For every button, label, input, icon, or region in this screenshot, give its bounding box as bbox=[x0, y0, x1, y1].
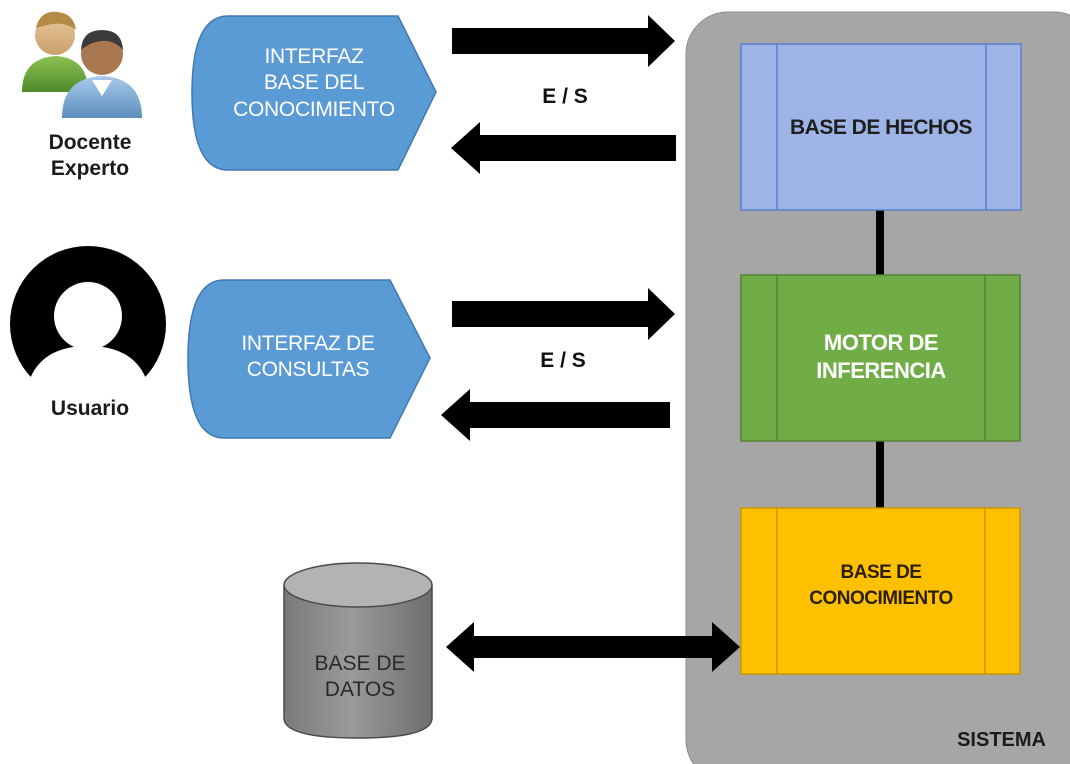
interfaz-base-conocimiento-shape bbox=[191, 15, 437, 171]
arrow-left-middle bbox=[441, 389, 670, 441]
io-label-top: E / S bbox=[542, 85, 588, 108]
arrow-left-top bbox=[451, 122, 676, 174]
interfaz-consultas-shape bbox=[187, 279, 431, 439]
arrow-database-bidirectional bbox=[446, 622, 740, 672]
docente-label: Docente bbox=[48, 131, 132, 154]
base-de-conocimiento-label: BASE DE CONOCIMIENTO bbox=[809, 562, 953, 609]
base-de-hechos-box bbox=[740, 43, 1022, 211]
user-silhouette-icon bbox=[10, 246, 166, 404]
usuario-label: Usuario bbox=[50, 397, 130, 420]
database-cylinder-icon bbox=[283, 562, 433, 739]
motor-de-inferencia-box bbox=[740, 274, 1021, 442]
motor-de-inferencia-label: MOTOR DE INFERENCIA bbox=[816, 330, 946, 383]
arrow-right-top bbox=[452, 15, 675, 67]
io-label-middle: E / S bbox=[540, 349, 586, 372]
user-group-icon bbox=[22, 11, 142, 118]
sistema-label: SISTEMA bbox=[957, 729, 1046, 751]
docente-experto-label: Docente Experto bbox=[20, 130, 160, 183]
arrow-right-middle bbox=[452, 288, 675, 340]
database-label: BASE DE DATOS bbox=[314, 652, 406, 702]
base-de-hechos-label: BASE DE HECHOS bbox=[789, 116, 973, 139]
connector-hechos-motor bbox=[876, 209, 884, 275]
base-de-conocimiento-box bbox=[740, 507, 1021, 675]
interfaz-base-conocimiento-label: INTERFAZ BASE DEL CONOCIMIENTO bbox=[233, 45, 395, 121]
experto-label: Experto bbox=[50, 157, 130, 181]
interfaz-consultas-label: INTERFAZ DE CONSULTAS bbox=[241, 332, 375, 382]
connector-motor-conocimiento bbox=[876, 440, 884, 508]
